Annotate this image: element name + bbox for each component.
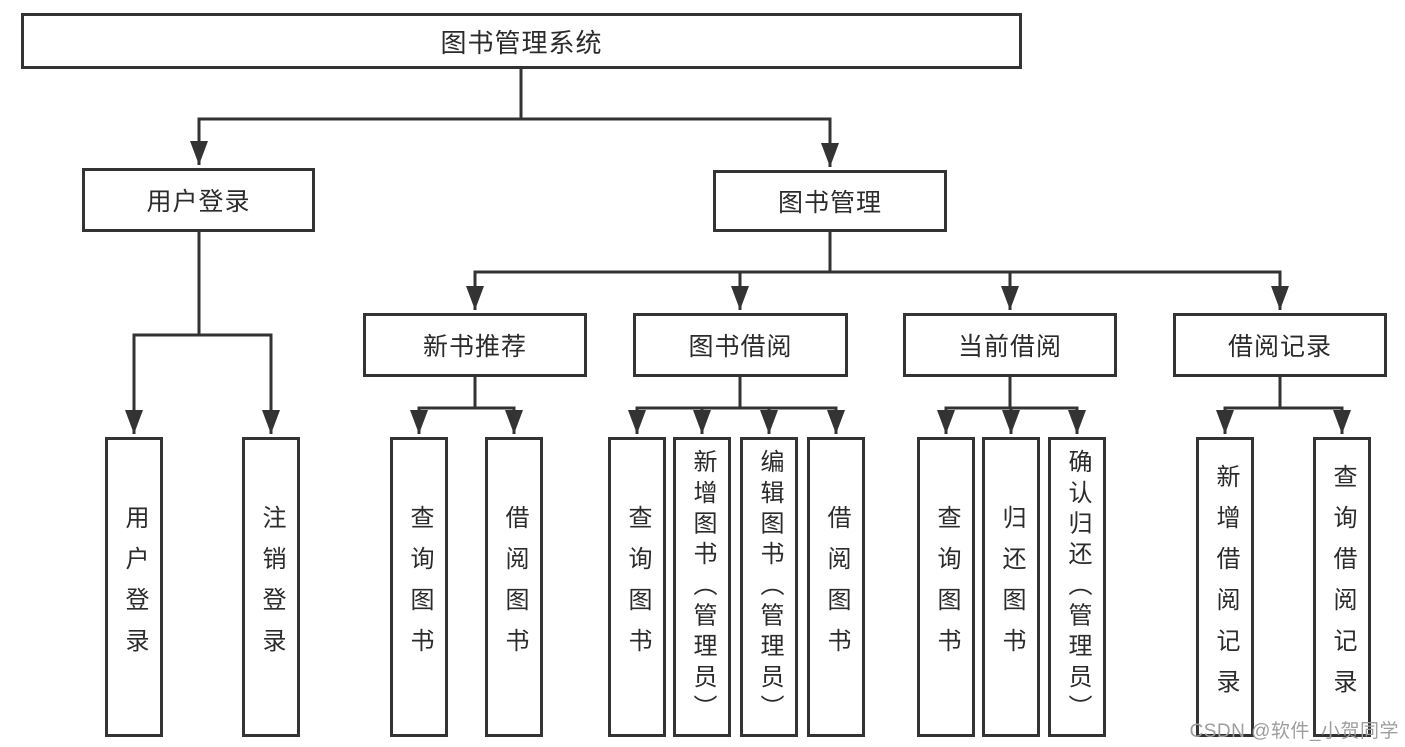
node-book-management: 图书管理: [713, 170, 947, 232]
leaf-logout-label: 注销登录: [258, 505, 285, 669]
leaf-query-books-borrowing: 查询图书: [608, 437, 666, 737]
leaf-user-login-label: 用户登录: [121, 505, 148, 669]
node-library-management-system: 图书管理系统: [21, 13, 1022, 69]
leaf-query-books-current: 查询图书: [917, 437, 975, 737]
leaf-add-borrow-record: 新增借阅记录: [1196, 437, 1254, 737]
leaf-query-books-recommend-label: 查询图书: [406, 505, 433, 669]
leaf-return-book-label: 归还图书: [998, 505, 1025, 669]
leaf-add-book-admin-label: 新增图书（管理员）: [689, 449, 716, 725]
leaf-borrow-books-borrowing: 借阅图书: [807, 437, 865, 737]
leaf-confirm-return-admin: 确认归还（管理员）: [1048, 437, 1106, 737]
node-borrowing-records: 借阅记录: [1173, 313, 1387, 377]
leaf-edit-book-admin: 编辑图书（管理员）: [740, 437, 798, 737]
csdn-watermark: CSDN @软件_小贺同学: [1189, 721, 1399, 742]
leaf-add-borrow-record-label: 新增借阅记录: [1212, 464, 1239, 710]
leaf-query-books-current-label: 查询图书: [933, 505, 960, 669]
leaf-return-book: 归还图书: [982, 437, 1040, 737]
node-user-login: 用户登录: [82, 168, 315, 232]
leaf-confirm-return-admin-label: 确认归还（管理员）: [1064, 449, 1091, 725]
node-book-borrowing: 图书借阅: [633, 313, 848, 377]
leaf-logout: 注销登录: [242, 437, 300, 737]
leaf-query-borrow-record-label: 查询借阅记录: [1329, 464, 1356, 710]
leaf-query-books-recommend: 查询图书: [390, 437, 448, 737]
node-new-book-recommendation: 新书推荐: [363, 313, 587, 377]
leaf-borrow-books-recommend-label: 借阅图书: [501, 505, 528, 669]
leaf-borrow-books-recommend: 借阅图书: [485, 437, 543, 737]
leaf-borrow-books-borrowing-label: 借阅图书: [823, 505, 850, 669]
leaf-query-books-borrowing-label: 查询图书: [624, 505, 651, 669]
leaf-query-borrow-record: 查询借阅记录: [1313, 437, 1371, 737]
leaf-add-book-admin: 新增图书（管理员）: [673, 437, 731, 737]
node-current-borrowing: 当前借阅: [903, 313, 1117, 377]
leaf-edit-book-admin-label: 编辑图书（管理员）: [756, 449, 783, 725]
leaf-user-login: 用户登录: [105, 437, 163, 737]
